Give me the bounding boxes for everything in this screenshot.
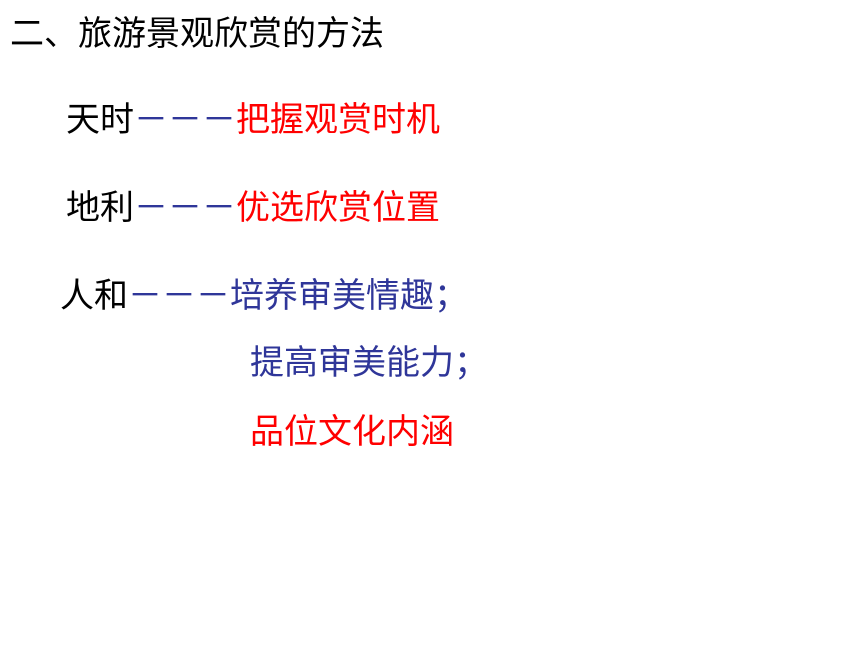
method-row-dili: 地利－－－优选欣赏位置 [66,188,440,228]
method-term: 天时 [66,100,134,140]
method-description: 把握观赏时机 [236,100,440,140]
method-row-tianshi: 天时－－－把握观赏时机 [66,100,440,140]
method-continuation: 提高审美能力； [250,343,488,383]
dash-separator: －－－ [128,276,230,316]
method-description: 优选欣赏位置 [236,188,440,228]
method-term: 人和 [60,276,128,316]
dash-separator: －－－ [134,100,236,140]
method-row-renhe: 人和－－－培养审美情趣； [60,276,468,316]
method-term: 地利 [66,188,134,228]
method-description: 培养审美情趣； [230,276,468,316]
slide-title: 二、旅游景观欣赏的方法 [10,14,384,54]
method-continuation: 品位文化内涵 [250,412,454,452]
dash-separator: －－－ [134,188,236,228]
